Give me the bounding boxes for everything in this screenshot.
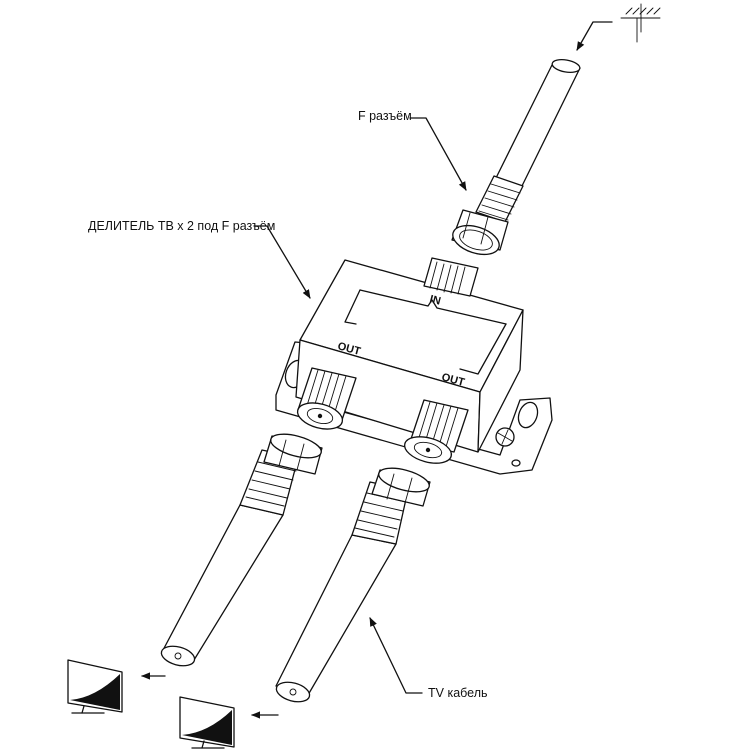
tv-icon (179, 696, 235, 749)
f-connector-label: F разъём (358, 109, 412, 123)
tv-splitter (275, 257, 553, 475)
splitter-label: ДЕЛИТЕЛЬ ТВ х 2 под F разъём (88, 219, 275, 233)
tv-cable-label: TV кабель (428, 686, 488, 700)
antenna-icon (620, 3, 661, 43)
tv-icon (67, 659, 123, 714)
input-cable (451, 58, 581, 256)
output-cable-left (160, 433, 323, 667)
splitter-arrow (253, 225, 311, 299)
antenna-pointer-arrow (576, 21, 613, 51)
output-cable-right (275, 467, 431, 703)
f-connector-arrow (409, 117, 467, 191)
port-out-right-label: OUT (440, 371, 466, 389)
port-out-left-label: OUT (336, 340, 362, 358)
tv-cable-arrow (369, 617, 423, 694)
port-in-label: IN (428, 293, 442, 307)
